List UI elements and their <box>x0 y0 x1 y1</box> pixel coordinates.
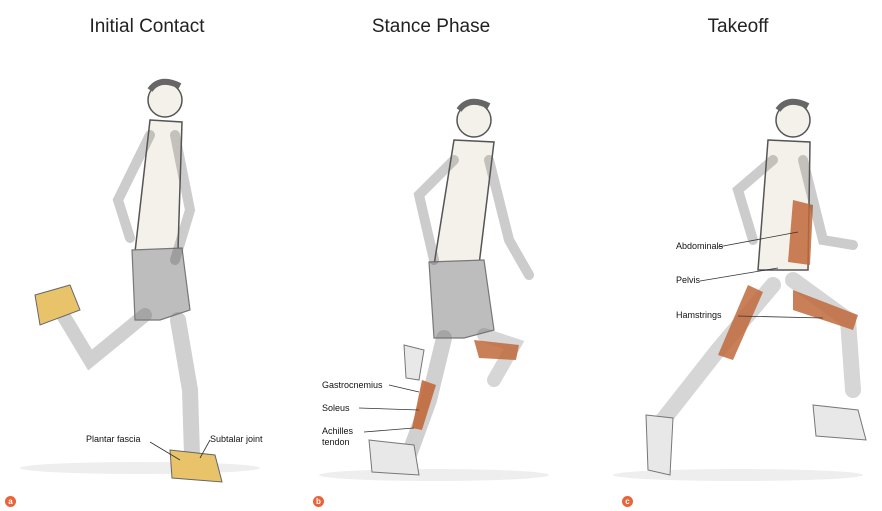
label-achilles: Achilles <box>322 426 353 437</box>
label-pelvis: Pelvis <box>676 275 700 286</box>
panel-letter-badge: c <box>622 496 633 507</box>
panel-takeoff: Takeoff Abdominals Pelvis Hamstrings c <box>588 0 882 511</box>
panel-initial-contact: Initial Contact Plantar fascia Subtalar … <box>0 0 294 511</box>
label-subtalar-joint: Subtalar joint <box>210 434 263 445</box>
label-gastrocnemius: Gastrocnemius <box>322 380 383 391</box>
label-plantar-fascia: Plantar fascia <box>86 434 141 445</box>
label-abdominals: Abdominals <box>676 241 723 252</box>
label-soleus: Soleus <box>322 403 350 414</box>
panel-stance-phase: Stance Phase Gastrocnemius Soleus Achill… <box>294 0 588 511</box>
runner-figure-takeoff <box>588 0 882 511</box>
panel-letter-badge: b <box>313 496 324 507</box>
label-tendon: tendon <box>322 437 350 448</box>
label-hamstrings: Hamstrings <box>676 310 722 321</box>
panel-letter-badge: a <box>5 496 16 507</box>
